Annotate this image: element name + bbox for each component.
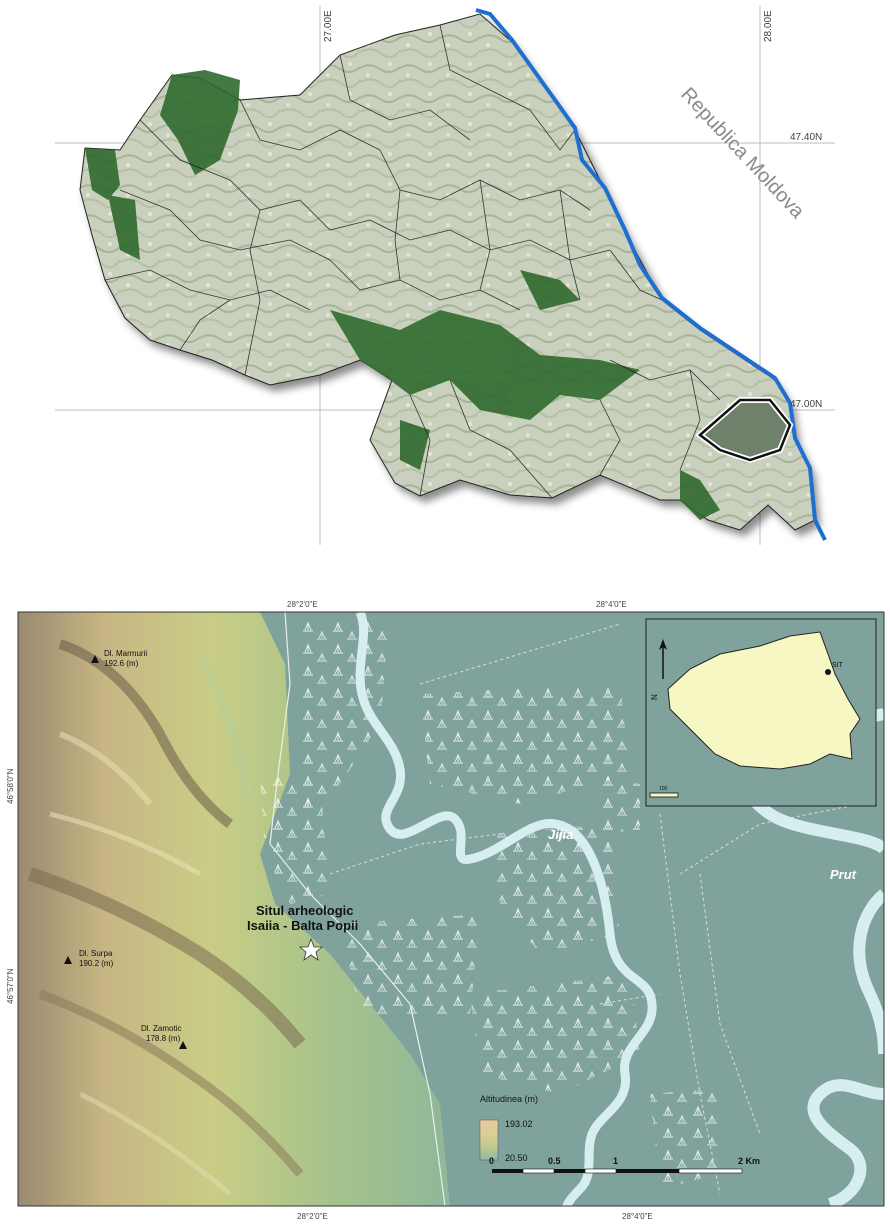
peak-altitude: 178.8 (m) (146, 1034, 181, 1043)
country-label: Republica Moldova (676, 83, 809, 223)
romania-outline (667, 631, 861, 770)
site-dot (825, 669, 831, 675)
coord-label-top-2: 28°4'0"E (596, 600, 627, 609)
coord-label-left-2: 46°57'0"N (6, 968, 15, 1004)
peak-name: Dl. Surpa (79, 949, 113, 958)
grid-label-lon-28: 28.00E (763, 10, 774, 42)
legend-title: Altitudinea (m) (480, 1094, 538, 1104)
site-label-line1: Situl arheologic (256, 903, 354, 918)
marsh-areas (260, 619, 720, 1189)
peak-marmurii: Dl. Marmurii 192.6 (m) (91, 649, 147, 668)
scale-bar: 0 0.5 1 2 Km (489, 1156, 760, 1174)
star-icon (298, 937, 324, 961)
coord-label-left-1: 46°58'0"N (6, 768, 15, 804)
north-arrow-icon (659, 639, 667, 679)
river-label-jijia: Jijia (548, 827, 573, 842)
legend-min: 20.50 (505, 1153, 528, 1163)
bottom-map: 28°2'0"E 28°4'0"E 28°2'0"E 28°4'0"E 46°5… (6, 600, 885, 1221)
county-shape (79, 13, 816, 531)
grid-label-lat-4700: 47.00N (790, 399, 822, 410)
inset-scale-bar (649, 792, 679, 798)
grid-label-lat-4740: 47.40N (790, 132, 822, 143)
forest-patches (85, 70, 720, 520)
top-map: 27.00E 28.00E 47.40N 47.00N Republica Mo… (55, 5, 835, 545)
peak-altitude: 190.2 (m) (79, 959, 114, 968)
dashed-boundaries (329, 623, 861, 1195)
altitude-legend: Altitudinea (m) 193.02 20.50 (479, 1094, 538, 1163)
study-area-outline-inner (698, 398, 792, 462)
peak-surpa: Dl. Surpa 190.2 (m) (64, 949, 114, 968)
legend-color-ramp (479, 1119, 499, 1161)
road-line (269, 612, 446, 1206)
hills-terrain (18, 612, 450, 1206)
prut-meander (807, 1079, 884, 1206)
scale-tick-0: 0 (489, 1156, 494, 1166)
coord-label-top-1: 28°2'0"E (287, 600, 318, 609)
inset-site-label: SIT (832, 662, 844, 669)
peak-zamotic: Dl. Zamotic 178.8 (m) (141, 1024, 187, 1049)
peak-altitude: 192.6 (m) (104, 659, 139, 668)
peak-name: Dl. Zamotic (141, 1024, 181, 1033)
prut-river-lower (853, 889, 884, 1055)
site-marker: Situl arheologic Isaiia - Balta Popii (247, 903, 358, 961)
peak-name: Dl. Marmurii (104, 649, 147, 658)
map-frame (17, 611, 885, 1207)
coord-label-bottom-2: 28°4'0"E (622, 1212, 653, 1221)
legend-max: 193.02 (505, 1119, 533, 1129)
scale-tick-half: 0.5 (548, 1156, 561, 1166)
river-label-prut: Prut (830, 867, 857, 882)
commune-boundaries (104, 24, 721, 499)
grid-label-lon-27: 27.00E (323, 10, 334, 42)
inset-map: SIT N 100 (645, 618, 877, 807)
coord-label-bottom-1: 28°2'0"E (297, 1212, 328, 1221)
prut-border-river (475, 8, 827, 541)
scale-tick-1: 1 (613, 1156, 618, 1166)
inset-scale-label: 100 (659, 786, 668, 792)
scale-tick-2km: 2 Km (738, 1156, 760, 1166)
jijia-river (355, 612, 657, 1206)
site-label-line2: Isaiia - Balta Popii (247, 918, 358, 933)
north-label: N (650, 694, 659, 700)
